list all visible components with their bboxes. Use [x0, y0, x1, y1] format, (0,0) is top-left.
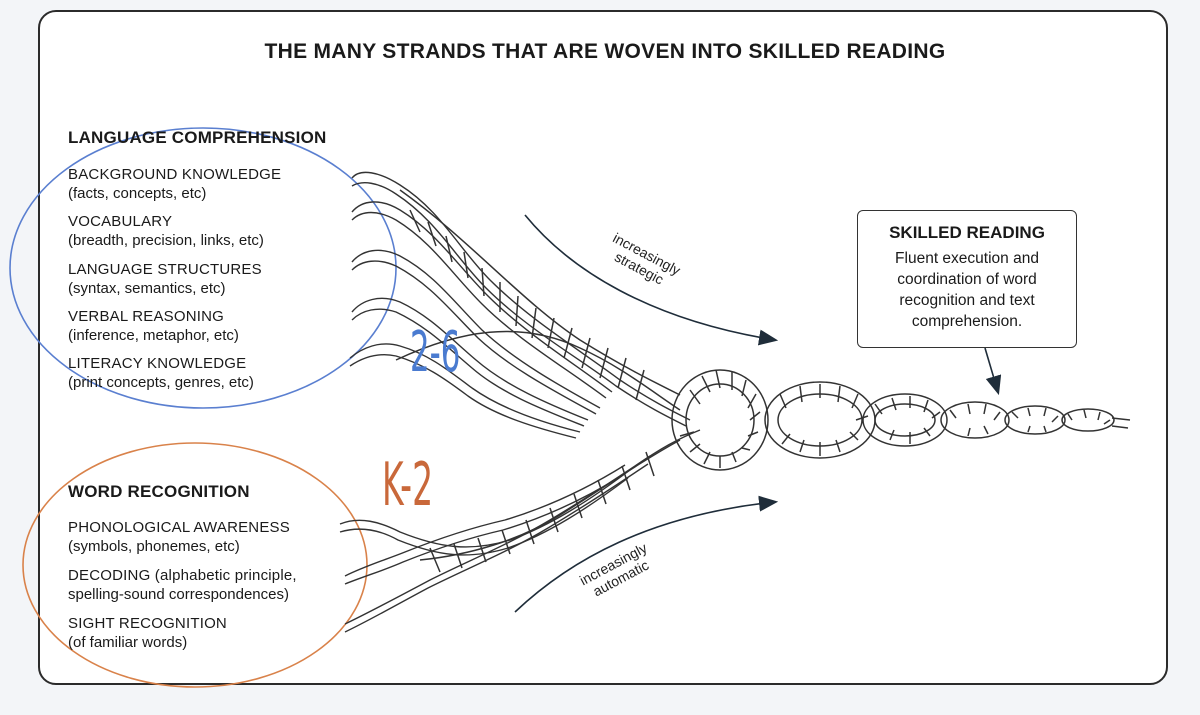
language-strands: [349, 171, 691, 439]
strand-name: LITERACY KNOWLEDGE: [68, 355, 247, 372]
braided-rope: [671, 369, 1131, 471]
strategic-arrow: [524, 214, 779, 346]
strand-name: VERBAL REASONING: [68, 308, 225, 325]
grade-range-language-note: 2-6: [410, 320, 461, 385]
language-circle: [9, 127, 397, 409]
strand-detail: (of familiar words): [68, 634, 188, 651]
strand-detail: (facts, concepts, etc): [68, 185, 207, 202]
grade-range-word-note: K-2: [382, 450, 434, 520]
strand-verbal-reasoning: VERBAL REASONING (inference, metaphor, e…: [68, 307, 239, 345]
word-circle: [22, 442, 368, 688]
strand-language-structures: LANGUAGE STRUCTURES (syntax, semantics, …: [68, 260, 262, 298]
strand-detail: (symbols, phonemes, etc): [68, 538, 240, 555]
strand-name: PHONOLOGICAL AWARENESS: [68, 519, 290, 536]
strand-background-knowledge: BACKGROUND KNOWLEDGE (facts, concepts, e…: [68, 165, 281, 203]
skilled-reading-box: SKILLED READING Fluent execution and coo…: [857, 210, 1077, 348]
strand-name: VOCABULARY: [68, 213, 173, 230]
strand-detail: (print concepts, genres, etc): [68, 374, 254, 391]
strand-phonological-awareness: PHONOLOGICAL AWARENESS (symbols, phoneme…: [68, 518, 290, 556]
strand-detail: (breadth, precision, links, etc): [68, 232, 264, 249]
skilled-reading-pointer: [984, 347, 1002, 396]
strand-detail: (inference, metaphor, etc): [68, 327, 239, 344]
strand-detail: (syntax, semantics, etc): [68, 280, 226, 297]
skilled-reading-description: Fluent execution and coordination of wor…: [895, 250, 1039, 330]
strand-vocabulary: VOCABULARY (breadth, precision, links, e…: [68, 212, 264, 250]
strand-literacy-knowledge: LITERACY KNOWLEDGE (print concepts, genr…: [68, 354, 254, 392]
word-recognition-heading: WORD RECOGNITION: [68, 482, 250, 501]
automatic-arrow: [514, 495, 779, 613]
diagram-title: THE MANY STRANDS THAT ARE WOVEN INTO SKI…: [264, 40, 946, 63]
strand-sight-recognition: SIGHT RECOGNITION (of familiar words): [68, 614, 227, 652]
strand-decoding: DECODING (alphabetic principle, spelling…: [68, 566, 297, 604]
strand-name: LANGUAGE STRUCTURES: [68, 261, 262, 278]
skilled-reading-heading: SKILLED READING: [889, 223, 1045, 242]
strand-name: SIGHT RECOGNITION: [68, 615, 227, 632]
strand-name: DECODING (alphabetic principle,: [68, 567, 297, 584]
language-comprehension-heading: LANGUAGE COMPREHENSION: [68, 128, 327, 147]
strand-detail: spelling-sound correspondences): [68, 586, 289, 603]
upper-rope: [395, 189, 681, 411]
lower-rope: [419, 439, 681, 573]
strand-name: BACKGROUND KNOWLEDGE: [68, 166, 282, 183]
